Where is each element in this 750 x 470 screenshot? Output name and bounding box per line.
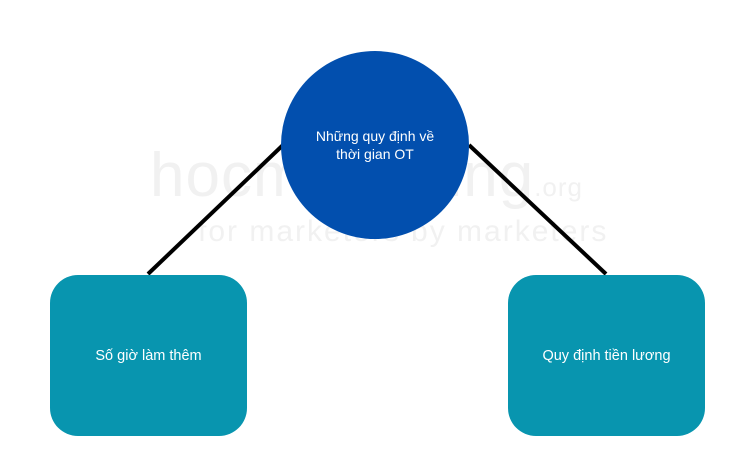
- root-node-label: Những quy định về thời gian OT: [315, 128, 435, 162]
- child-node-salary-rules: Quy định tiền lương: [508, 275, 705, 436]
- child-node-label: Số giờ làm thêm: [95, 347, 202, 364]
- root-node: Những quy định về thời gian OT: [281, 51, 469, 239]
- connector-right: [467, 143, 608, 276]
- connector-left: [146, 143, 285, 276]
- child-node-overtime-hours: Số giờ làm thêm: [50, 275, 247, 436]
- child-node-label: Quy định tiền lương: [542, 347, 671, 364]
